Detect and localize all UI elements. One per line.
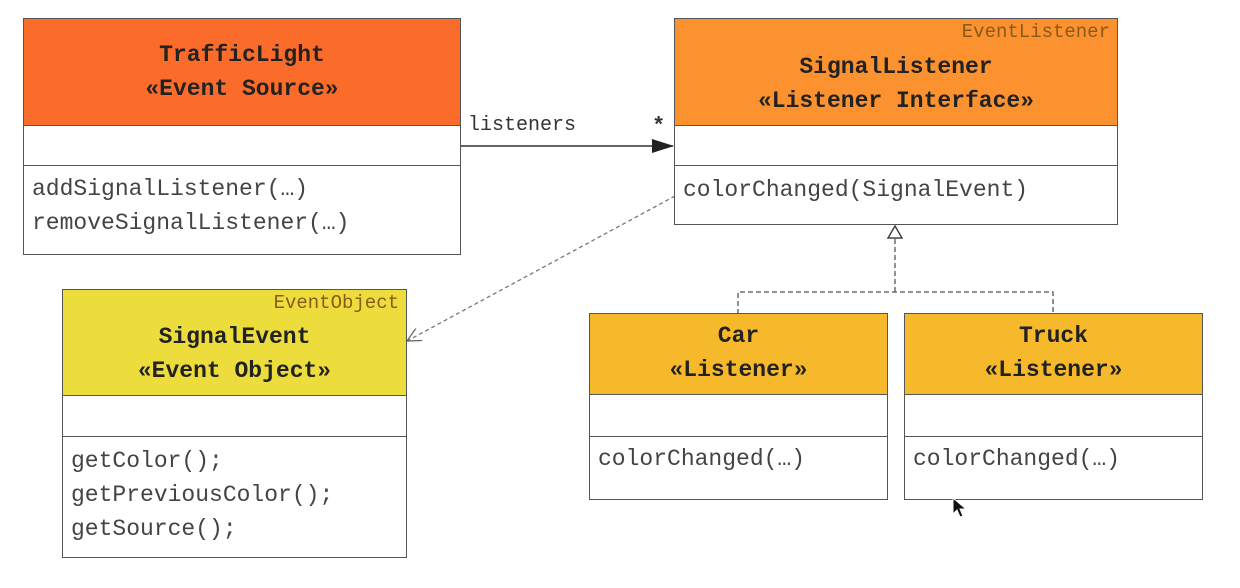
signal-event-name: SignalEvent [158,324,311,350]
traffic-light-attributes [24,126,460,166]
signal-listener-stereotype: «Listener Interface» [757,88,1035,114]
traffic-light-operations: addSignalListener(…) removeSignalListene… [24,166,460,240]
signal-listener-attributes [675,126,1117,166]
signal-listener-class: EventListener SignalListener «Listener I… [674,18,1118,225]
signal-listener-operations: colorChanged(SignalEvent) [675,166,1117,207]
mouse-pointer-icon [952,497,968,518]
truck-class: Truck «Listener» colorChanged(…) [904,313,1203,500]
truck-header: Truck «Listener» [905,314,1202,395]
signal-listener-header: EventListener SignalListener «Listener I… [675,19,1117,126]
operation-get-source: getSource(); [71,516,237,542]
traffic-light-class: TrafficLight «Event Source» addSignalLis… [23,18,461,255]
dependency-line [407,195,676,341]
signal-listener-name: SignalListener [799,54,993,80]
operation-add-signal-listener: addSignalListener(…) [32,176,309,202]
operation-get-previous-color: getPreviousColor(); [71,482,334,508]
signal-event-class: EventObject SignalEvent «Event Object» g… [62,289,407,558]
signal-event-superclass: EventObject [273,292,399,314]
truck-name: Truck [1018,323,1088,349]
traffic-light-name: TrafficLight [159,42,325,68]
car-stereotype: «Listener» [669,357,808,383]
traffic-light-header: TrafficLight «Event Source» [24,19,460,126]
car-class: Car «Listener» colorChanged(…) [589,313,888,500]
signal-event-stereotype: «Event Object» [137,358,332,384]
signal-event-header: EventObject SignalEvent «Event Object» [63,290,406,396]
truck-stereotype: «Listener» [984,357,1123,383]
association-multiplicity: * [652,114,666,139]
operation-remove-signal-listener: removeSignalListener(…) [32,210,350,236]
signal-event-attributes [63,396,406,437]
car-operations: colorChanged(…) [590,437,887,476]
operation-truck-color-changed: colorChanged(…) [913,446,1121,472]
car-attributes [590,395,887,437]
truck-operations: colorChanged(…) [905,437,1202,476]
operation-car-color-changed: colorChanged(…) [598,446,806,472]
signal-listener-superclass: EventListener [961,21,1110,43]
operation-color-changed-signal-event: colorChanged(SignalEvent) [683,177,1029,203]
car-name: Car [717,323,760,349]
car-header: Car «Listener» [590,314,887,395]
traffic-light-stereotype: «Event Source» [145,76,339,102]
association-label: listeners [468,114,577,137]
signal-event-operations: getColor(); getPreviousColor(); getSourc… [63,437,406,546]
realization-branch-lines [737,291,1054,314]
truck-attributes [905,395,1202,437]
operation-get-color: getColor(); [71,448,223,474]
